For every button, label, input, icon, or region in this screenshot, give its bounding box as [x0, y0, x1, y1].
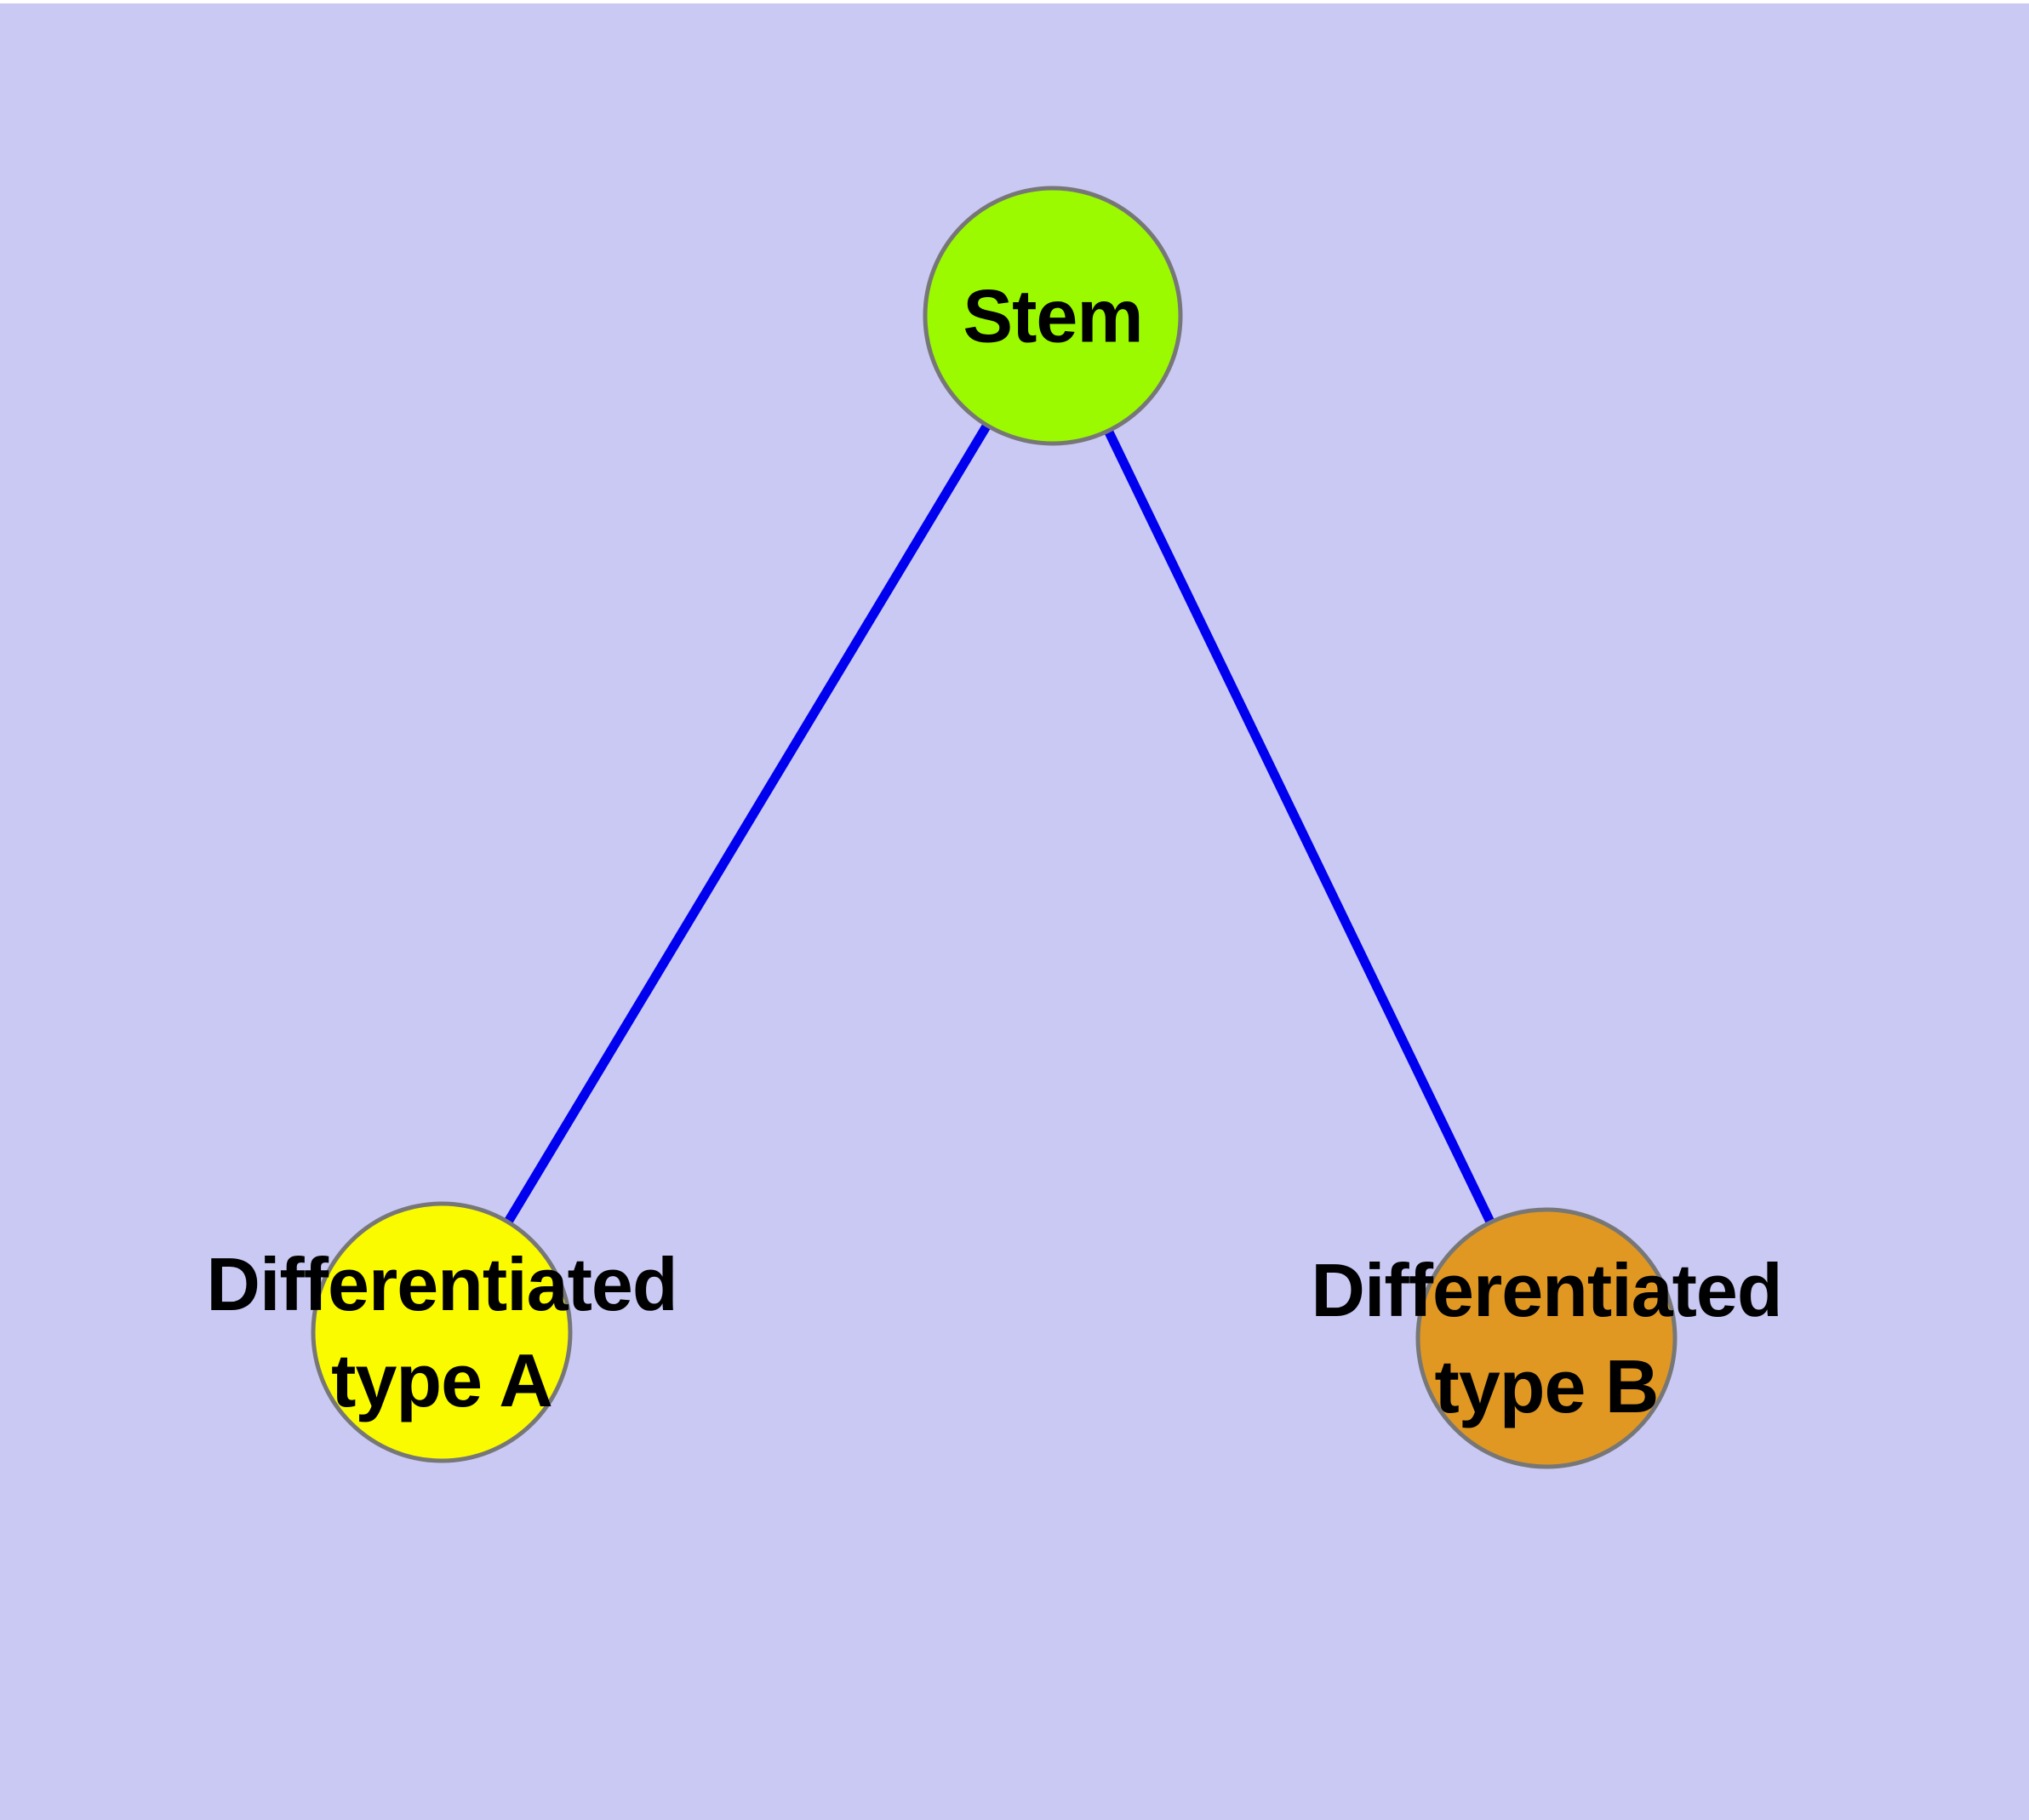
node-differentiated-type-a — [311, 1201, 573, 1463]
node-stem-label: Stem — [963, 268, 1143, 364]
edge-stem-to-type-b — [1049, 313, 1551, 1341]
node-label-line: Differentiated — [1311, 1248, 1782, 1332]
top-margin-strip — [0, 0, 2029, 3]
node-differentiated-type-b — [1415, 1207, 1677, 1469]
node-label-line: type A — [331, 1338, 553, 1422]
node-differentiated-type-b-label: Differentiated type B — [1311, 1242, 1782, 1434]
node-stem — [923, 186, 1183, 446]
node-label-line: type B — [1434, 1344, 1660, 1428]
edge-stem-to-type-a — [437, 313, 1057, 1335]
node-label-line: Stem — [963, 273, 1143, 358]
node-label-line: Differentiated — [206, 1242, 677, 1326]
node-differentiated-type-a-label: Differentiated type A — [206, 1236, 677, 1428]
